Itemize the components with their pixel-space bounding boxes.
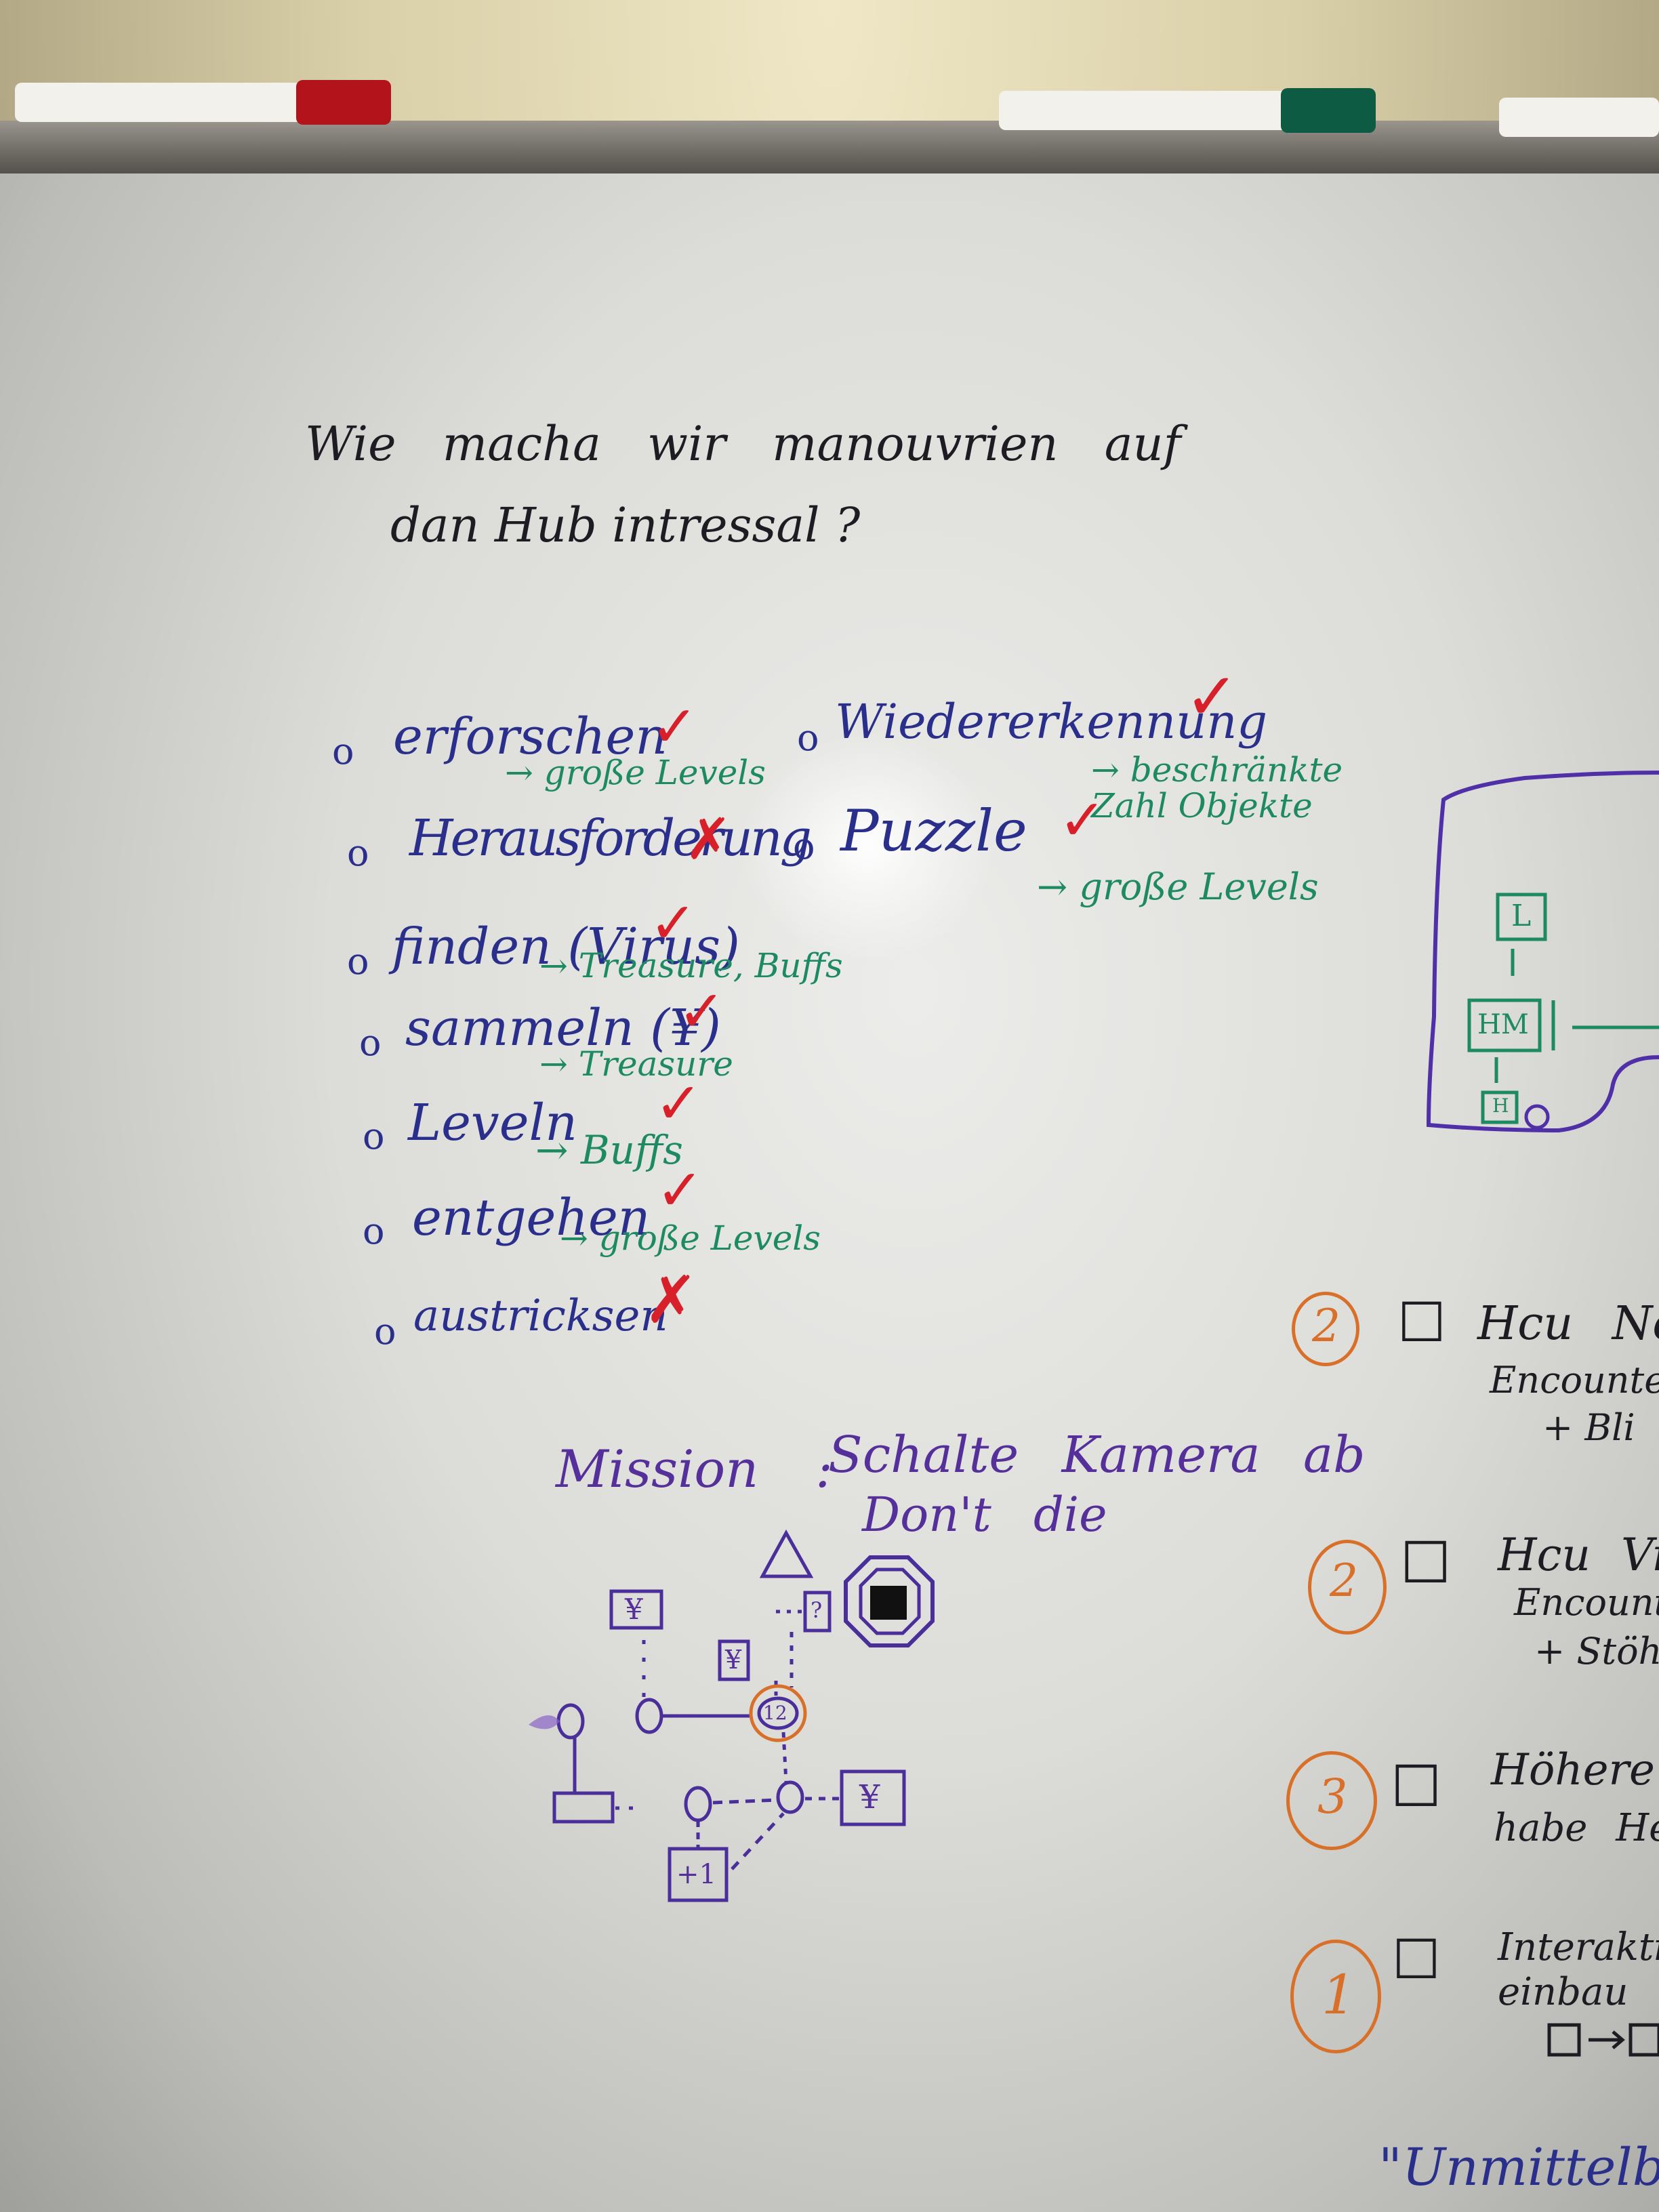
bullet: o — [363, 1210, 385, 1252]
priority-line-2: einbau — [1498, 1970, 1629, 2014]
priority-circle — [1292, 1292, 1359, 1366]
start-box — [552, 1791, 615, 1824]
list-item-note: → Buffs — [535, 1127, 683, 1173]
list-item-label: Leveln — [408, 1094, 577, 1152]
light-reflection — [739, 732, 996, 962]
list-item-note: → große Levels — [505, 753, 766, 792]
priority-line-1: Höhere K — [1491, 1745, 1659, 1795]
check-mark: ✓ — [678, 978, 726, 1044]
list-item-label: Wiedererkennung — [835, 694, 1268, 750]
check-mark: ✓ — [649, 890, 697, 956]
map-node — [757, 1696, 799, 1730]
list-item-label: austricksen — [413, 1291, 668, 1341]
check-mark: ✓ — [651, 693, 699, 760]
mission-line-2: Don't die — [862, 1487, 1107, 1542]
green-marker[interactable] — [999, 88, 1376, 133]
priority-number: 1 — [1322, 1963, 1356, 2026]
bullet: o — [347, 940, 369, 983]
marker-tray — [0, 121, 1659, 173]
bullet: o — [359, 1021, 382, 1064]
check-mark: ✓ — [655, 1070, 703, 1136]
plus-box-label: +1 — [676, 1859, 716, 1890]
list-item-label: entgehen — [412, 1189, 651, 1247]
mission-label: Mission : — [556, 1439, 833, 1499]
check-mark: ✓ — [1185, 659, 1240, 735]
question-line-1: Wie macha wir manouvrien auf — [305, 416, 1181, 472]
red-marker[interactable] — [15, 80, 391, 125]
map-node — [776, 1780, 804, 1814]
yen-box-2 — [718, 1639, 750, 1681]
flow-box-bottom — [1481, 1090, 1519, 1124]
priority-number: 2 — [1330, 1555, 1358, 1607]
check-mark: ✓ — [1059, 787, 1107, 853]
priority-line-3: + Stöh — [1534, 1630, 1659, 1673]
list-item-note: → große Levels — [560, 1218, 821, 1258]
bullet: o — [797, 716, 819, 759]
bullet: o — [347, 832, 369, 874]
yen-box-2-label: ¥ — [725, 1645, 742, 1675]
priority-line-1: Hcu Neu — [1477, 1297, 1659, 1351]
priority-line-1: Interaktion — [1498, 1925, 1659, 1969]
list-item-label: sammeln (¥) — [405, 999, 721, 1057]
flow-box-middle — [1467, 998, 1542, 1052]
priority-checkbox[interactable]: ☐ — [1400, 1530, 1452, 1596]
whiteboard — [0, 173, 1659, 2212]
priority-circle — [1290, 1940, 1381, 2053]
bullet: o — [374, 1310, 396, 1353]
priority-number: 3 — [1317, 1769, 1348, 1824]
flow-top-label: L — [1511, 899, 1532, 933]
third-marker[interactable] — [1499, 98, 1659, 137]
flow-box-top — [1496, 893, 1547, 941]
camera-icon — [870, 1586, 907, 1620]
question-line-2: dan Hub intressal ? — [390, 497, 861, 553]
bullet: o — [363, 1115, 385, 1158]
priority-line-2: habe Hel — [1494, 1806, 1659, 1850]
yen-box-1 — [609, 1589, 663, 1630]
list-item-label: finden (Virus) — [392, 918, 740, 976]
priority-line-3: + Bli — [1542, 1406, 1635, 1449]
mission-line-1: Schalte Kamera ab — [828, 1426, 1366, 1484]
orange-highlight-circle — [749, 1684, 807, 1742]
center-node-label: 12 — [763, 1702, 787, 1724]
priority-circle — [1308, 1540, 1387, 1635]
cross-mark: ✗ — [644, 1262, 699, 1338]
yen-box-1-label: ¥ — [625, 1593, 643, 1626]
triangle-marker — [759, 1529, 814, 1578]
goal-octagon — [844, 1555, 935, 1647]
priority-number: 2 — [1312, 1300, 1340, 1352]
priority-checkbox[interactable]: ☐ — [1397, 1291, 1446, 1354]
map-node — [635, 1698, 663, 1734]
priority-line-2: Encounte — [1514, 1581, 1659, 1624]
cross-mark: ✗ — [684, 806, 733, 872]
priority-circle — [1286, 1751, 1377, 1850]
big-yen-box — [840, 1769, 906, 1826]
bottom-quote: "Unmittelbar — [1378, 2137, 1659, 2197]
door-label: ? — [811, 1597, 823, 1623]
list-item-note: → große Levels — [1037, 865, 1319, 908]
list-item-label: erforschen — [393, 708, 668, 766]
list-item-label: Puzzle — [840, 798, 1027, 864]
list-item-label: Herausforderung — [409, 809, 812, 867]
ink-smudge — [529, 1715, 560, 1729]
priority-line-2: Encounter — [1490, 1359, 1659, 1401]
priority-line-1: Hcu Virus — [1498, 1529, 1659, 1581]
priority-checkbox[interactable]: ☐ — [1392, 1928, 1441, 1991]
list-item-note: → beschränkte Zahl Objekte — [1091, 750, 1343, 825]
goal-octagon-inner — [859, 1568, 921, 1635]
bullet: o — [793, 825, 815, 867]
list-item-note: → Treasure, Buffs — [539, 946, 843, 985]
check-mark: ✓ — [656, 1157, 704, 1223]
flow-middle-label: HM — [1477, 1009, 1529, 1040]
bullet: o — [332, 730, 354, 773]
list-item-note: → Treasure — [539, 1044, 733, 1084]
door-box — [803, 1591, 832, 1633]
priority-checkbox[interactable]: ☐ — [1391, 1753, 1442, 1820]
big-box-label: ¥ — [859, 1778, 880, 1816]
flow-bottom-label: H — [1492, 1094, 1509, 1117]
